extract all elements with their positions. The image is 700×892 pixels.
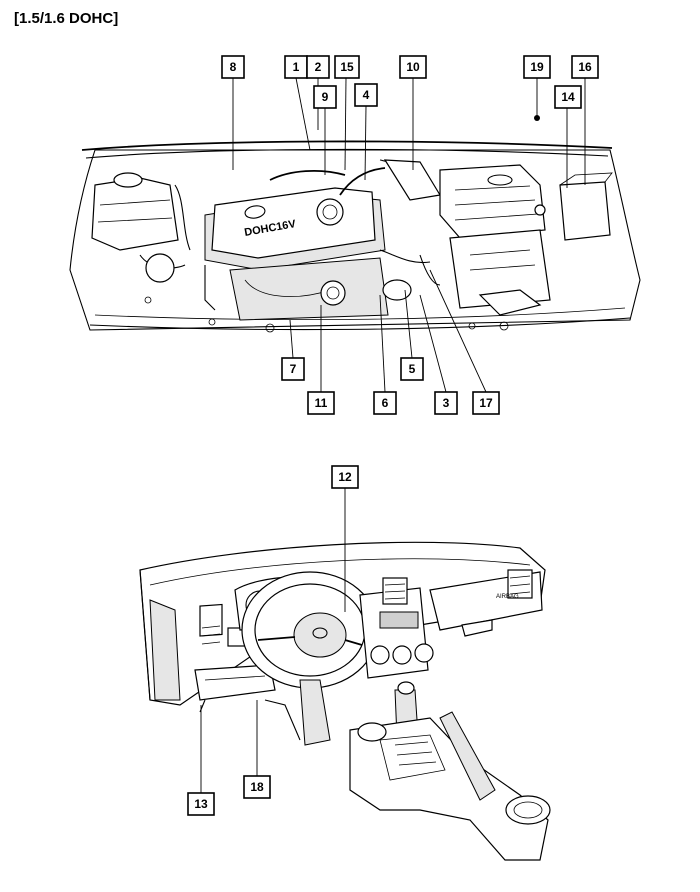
svg-text:14: 14 [561, 90, 575, 104]
callout-17: 17 [472, 391, 500, 415]
svg-text:17: 17 [479, 396, 493, 410]
svg-text:9: 9 [322, 90, 329, 104]
svg-text:4: 4 [363, 88, 370, 102]
svg-text:3: 3 [443, 396, 450, 410]
callout-18: 18 [243, 775, 271, 799]
callout-7: 7 [281, 357, 305, 381]
callout-13: 13 [187, 792, 215, 816]
callout-12: 12 [331, 465, 359, 489]
callout-8: 8 [221, 55, 245, 79]
airbag-label: AIRBAG [496, 594, 519, 600]
callout-1: 1 [284, 55, 308, 79]
callout-3: 3 [434, 391, 458, 415]
svg-text:2: 2 [315, 60, 322, 74]
leader-lines [200, 77, 586, 793]
svg-text:5: 5 [409, 362, 416, 376]
callout-10: 10 [399, 55, 427, 79]
svg-text:1: 1 [293, 60, 300, 74]
callout-9: 9 [313, 85, 337, 109]
callout-14: 14 [554, 85, 582, 109]
engine-bay-illustration: DOHC16V [69, 140, 641, 333]
section-heading: [1.5/1.6 DOHC] [14, 10, 119, 27]
callout-2: 2 [306, 55, 330, 79]
svg-text:12: 12 [338, 470, 352, 484]
svg-text:8: 8 [230, 60, 237, 74]
callout-16: 16 [571, 55, 599, 79]
svg-text:10: 10 [406, 60, 420, 74]
svg-text:16: 16 [578, 60, 592, 74]
callout-5: 5 [400, 357, 424, 381]
callout-11: 11 [307, 391, 335, 415]
dashboard-illustration: AIRBAG [139, 541, 551, 861]
svg-text:18: 18 [250, 780, 264, 794]
svg-text:19: 19 [530, 60, 544, 74]
svg-text:13: 13 [194, 797, 208, 811]
callout-4: 4 [354, 83, 378, 107]
svg-text:15: 15 [340, 60, 354, 74]
callout-15: 15 [334, 55, 360, 79]
callout-6: 6 [373, 391, 397, 415]
svg-text:6: 6 [382, 396, 389, 410]
svg-text:11: 11 [315, 396, 328, 410]
callout-19: 19 [523, 55, 551, 79]
svg-text:7: 7 [290, 362, 297, 376]
